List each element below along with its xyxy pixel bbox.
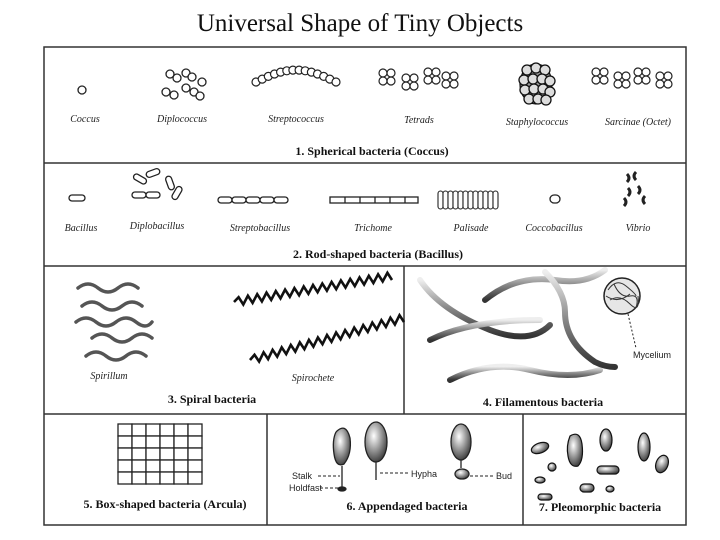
caption-pleomorphic: 7. Pleomorphic bacteria: [539, 500, 661, 514]
coccus-drawing: [77, 85, 87, 95]
label-tetrads: Tetrads: [404, 115, 434, 126]
label-bud: Bud: [496, 471, 512, 481]
arcula-grid-drawing: [117, 423, 203, 485]
streptococcus-drawing: [251, 65, 341, 87]
label-diplococcus: Diplococcus: [156, 114, 207, 125]
staphylococcus-drawing: [518, 62, 556, 106]
bacillus-drawing: [68, 194, 86, 202]
trichome-drawing: [329, 196, 419, 204]
label-coccobacillus: Coccobacillus: [525, 223, 582, 234]
pleomorphic-drawing: [530, 428, 670, 501]
label-sarcinae: Sarcinae (Octet): [605, 117, 672, 128]
tetrads-drawing: [378, 67, 459, 91]
label-diplobacillus: Diplobacillus: [129, 221, 185, 232]
caption-spiral: 3. Spiral bacteria: [168, 392, 256, 406]
label-staphylococcus: Staphylococcus: [506, 117, 568, 128]
label-hypha: Hypha: [411, 469, 437, 479]
caption-appendaged: 6. Appendaged bacteria: [346, 499, 467, 513]
panel-frame: [43, 46, 687, 526]
caption-rod-shaped: 2. Rod-shaped bacteria (Bacillus): [293, 247, 463, 261]
caption-box-shaped: 5. Box-shaped bacteria (Arcula): [83, 497, 246, 511]
label-holdfast: Holdfast: [289, 483, 323, 493]
hypha-bacterium-drawing: [364, 421, 388, 480]
label-streptococcus: Streptococcus: [268, 114, 324, 125]
spirillum-drawing: [74, 282, 154, 362]
label-spirillum: Spirillum: [90, 371, 127, 382]
label-coccus: Coccus: [70, 114, 100, 125]
label-vibrio: Vibrio: [626, 223, 651, 234]
caption-spherical: 1. Spherical bacteria (Coccus): [295, 144, 448, 158]
slide-title: Universal Shape of Tiny Objects: [196, 10, 524, 37]
label-trichome: Trichome: [354, 223, 392, 234]
filament-drawing: [417, 267, 618, 383]
palisade-drawing: [437, 190, 499, 210]
label-bacillus: Bacillus: [65, 223, 98, 234]
mycelium-drawing: [603, 277, 641, 349]
diplococcus-drawing: [161, 68, 207, 101]
label-spirochete: Spirochete: [292, 373, 335, 384]
label-palisade: Palisade: [453, 223, 490, 234]
bud-bacterium-drawing: [450, 423, 472, 480]
label-stalk: Stalk: [292, 471, 313, 481]
label-streptobacillus: Streptobacillus: [230, 223, 290, 234]
appendage-pointer-lines: [318, 472, 494, 489]
caption-filamentous: 4. Filamentous bacteria: [483, 395, 603, 409]
sarcinae-drawing: [591, 67, 673, 89]
label-mycelium: Mycelium: [633, 350, 671, 360]
diplobacillus-drawing: [131, 167, 183, 201]
vibrio-drawing: [622, 170, 647, 208]
streptobacillus-drawing: [217, 196, 289, 204]
spirochete-drawing: [233, 270, 406, 365]
coccobacillus-drawing: [549, 194, 561, 204]
stalk-bacterium-drawing: [332, 427, 352, 492]
